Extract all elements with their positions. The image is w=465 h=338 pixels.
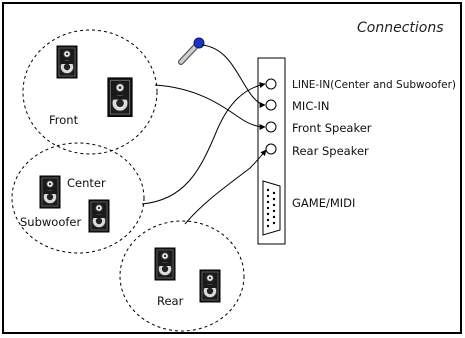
subwoofer-label: Subwoofer xyxy=(20,215,81,229)
frame-border xyxy=(2,2,462,334)
center-speaker-icon xyxy=(39,175,61,209)
subwoofer-speaker-icon xyxy=(88,199,110,233)
rear-label: Rear xyxy=(157,294,184,308)
jack-front-speaker-icon xyxy=(265,121,277,133)
center-sub-group-outline xyxy=(11,142,145,254)
front-speaker-right-icon xyxy=(107,77,133,118)
front-speaker-left-icon xyxy=(56,45,78,79)
port-line-in-label: LINE-IN(Center and Subwoofer) xyxy=(292,79,456,91)
rear-group-outline xyxy=(119,220,245,332)
center-label: Center xyxy=(67,176,106,190)
front-group-outline xyxy=(22,29,158,155)
jack-rear-speaker-icon xyxy=(265,143,277,155)
cable-front xyxy=(154,84,266,130)
cable-mic xyxy=(201,44,266,108)
diagram-title: Connections xyxy=(357,20,444,36)
cable-center-sub xyxy=(141,82,266,205)
port-rear-speaker-label: Rear Speaker xyxy=(292,144,369,158)
port-mic-in-label: MIC-IN xyxy=(292,99,330,113)
microphone-icon xyxy=(178,37,205,65)
jack-mic-in-icon xyxy=(265,99,277,111)
port-game-midi-label: GAME/MIDI xyxy=(292,196,355,210)
cable-rear xyxy=(184,149,267,225)
front-label: Front xyxy=(49,113,79,127)
port-front-speaker-label: Front Speaker xyxy=(292,121,372,135)
game-midi-port-icon xyxy=(262,180,281,236)
jack-line-in-icon xyxy=(265,78,277,90)
rear-speaker-left-icon xyxy=(154,247,176,281)
rear-speaker-right-icon xyxy=(199,269,221,303)
